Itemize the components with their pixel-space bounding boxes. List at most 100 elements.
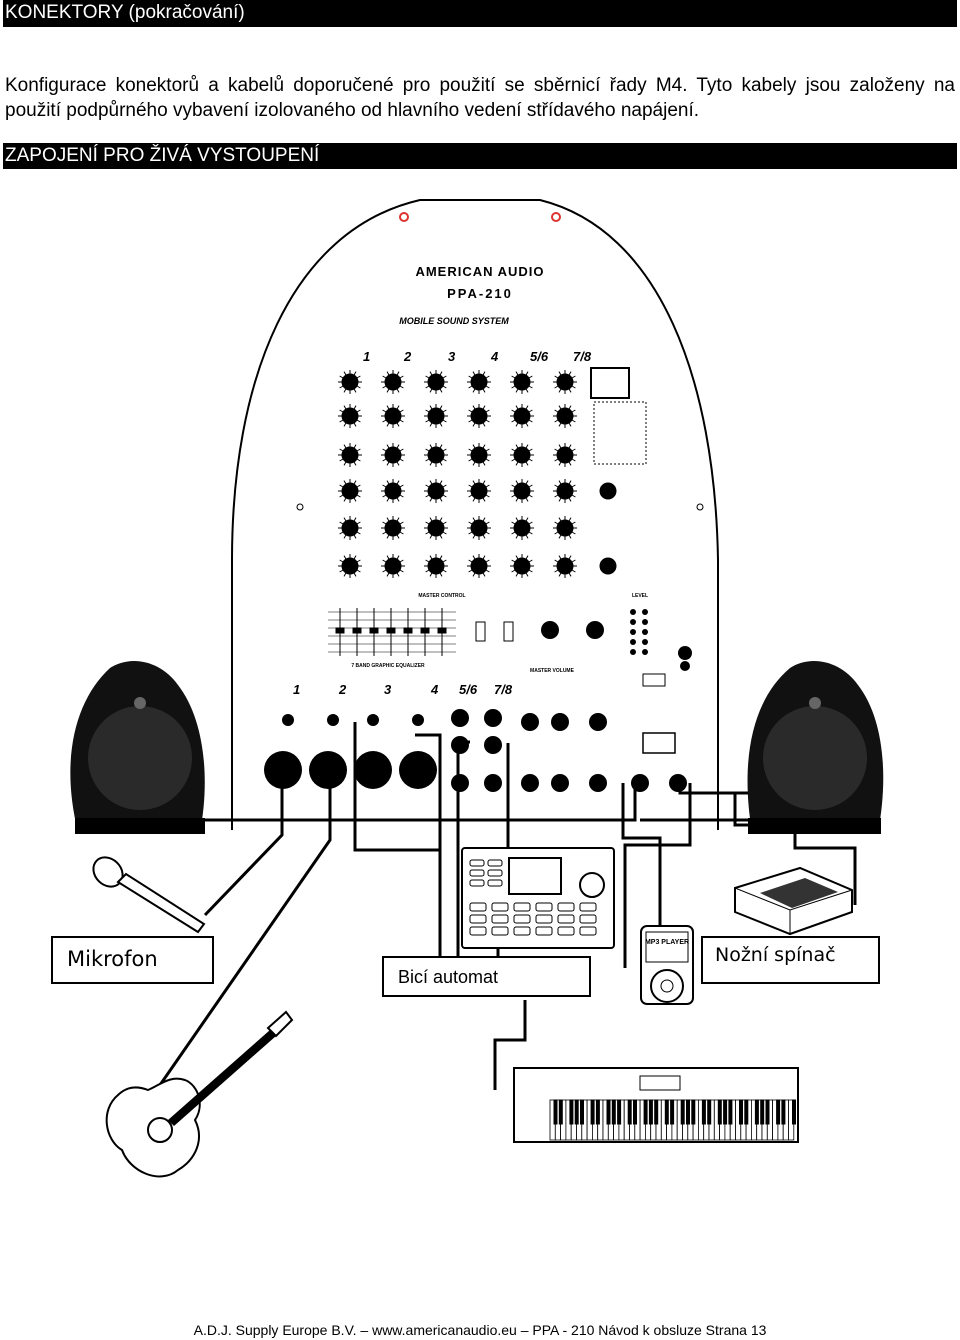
drum-pad [535, 926, 553, 936]
jack [484, 736, 502, 754]
jack [589, 774, 607, 792]
knob [381, 516, 405, 540]
piano-black-key [754, 1099, 759, 1125]
piano-black-key [617, 1099, 622, 1125]
knob [510, 443, 534, 467]
knob [338, 370, 362, 394]
line-jack [367, 714, 379, 726]
jack [589, 713, 607, 731]
piano-black-key [723, 1099, 728, 1125]
right-speaker [747, 661, 884, 834]
input-number: 2 [338, 682, 347, 697]
mixer-brand: AMERICAN AUDIO [415, 264, 544, 279]
drum-pad [557, 902, 575, 912]
eq-handle [386, 627, 396, 634]
piano-black-key [654, 1099, 659, 1125]
drum-pad [487, 859, 503, 867]
level-led [642, 649, 648, 655]
knob [467, 516, 491, 540]
knob [599, 482, 617, 500]
master-control-label: MASTER CONTROL [418, 593, 465, 599]
knob [338, 516, 362, 540]
knob [381, 370, 405, 394]
drum-pad [469, 859, 485, 867]
level-led [630, 639, 636, 645]
drum-pad [513, 926, 531, 936]
knob [510, 479, 534, 503]
input-number: 1 [293, 682, 300, 697]
knob [424, 370, 448, 394]
level-led [642, 629, 648, 635]
knob [553, 479, 577, 503]
knob [381, 404, 405, 428]
master-knob [586, 621, 604, 639]
eq-handle [420, 627, 430, 634]
knob [424, 404, 448, 428]
drum-machine-label: Bicí automat [382, 956, 591, 997]
channel-number: 7/8 [573, 349, 592, 364]
xlr-jack [354, 751, 392, 789]
section-title: ZAPOJENÍ PRO ŽIVÁ VYSTOUPENÍ [3, 143, 957, 169]
channel-knobs [338, 370, 617, 578]
knob [553, 443, 577, 467]
eq-handle [369, 627, 379, 634]
mp3-player-label: MP3 PLAYER [645, 939, 689, 946]
knob [467, 370, 491, 394]
knob [338, 404, 362, 428]
input-number: 7/8 [494, 682, 513, 697]
microphone-icon [92, 856, 206, 934]
eq-handle [403, 627, 413, 634]
jack [484, 774, 502, 792]
knob [338, 479, 362, 503]
piano-black-key [701, 1099, 706, 1125]
level-label: LEVEL [632, 593, 648, 599]
drum-pad [469, 902, 487, 912]
piano-black-key [606, 1099, 611, 1125]
drum-pad [491, 902, 509, 912]
knob [553, 554, 577, 578]
piano-black-key [670, 1099, 675, 1125]
channel-number: 5/6 [530, 349, 549, 364]
level-led [642, 609, 648, 615]
guitar-cable [158, 780, 332, 1086]
level-led [630, 609, 636, 615]
piano-black-key [760, 1099, 765, 1125]
speaker-cable-left [80, 782, 637, 822]
piano-black-key [633, 1099, 637, 1125]
knob [553, 516, 577, 540]
xlr-jack [264, 751, 302, 789]
input-number: 3 [384, 682, 392, 697]
drum-pad [487, 879, 503, 887]
keyboard-cable [493, 1000, 527, 1090]
foot-switch-label: Nožní spínač [701, 936, 880, 984]
drum-pad [491, 926, 509, 936]
piano-black-key [611, 1099, 616, 1125]
drum-pad [469, 879, 485, 887]
knob [381, 554, 405, 578]
drum-pad [579, 914, 597, 924]
channel-number: 2 [403, 349, 412, 364]
drum-pad [491, 914, 509, 924]
drum-pad [535, 914, 553, 924]
line-jack [327, 714, 339, 726]
drum-pad [469, 914, 487, 924]
piano-black-key [590, 1099, 595, 1125]
jack [669, 774, 687, 792]
drum-pad [487, 869, 503, 877]
guitar-icon [105, 1010, 294, 1178]
knob [553, 404, 577, 428]
jack [451, 709, 469, 727]
piano-black-key [648, 1099, 653, 1125]
jack [521, 713, 539, 731]
input-number: 4 [430, 682, 439, 697]
knob [467, 443, 491, 467]
piano-black-key [744, 1099, 749, 1125]
piano-black-key [643, 1099, 648, 1125]
mixer-subtitle: MOBILE SOUND SYSTEM [399, 316, 509, 326]
piano-black-key [627, 1099, 632, 1125]
page-title: KONEKTORY (pokračování) [3, 0, 957, 27]
drum-pad [557, 926, 575, 936]
piano-black-key [595, 1099, 600, 1125]
left-speaker [70, 661, 205, 834]
piano-black-key [691, 1099, 696, 1125]
